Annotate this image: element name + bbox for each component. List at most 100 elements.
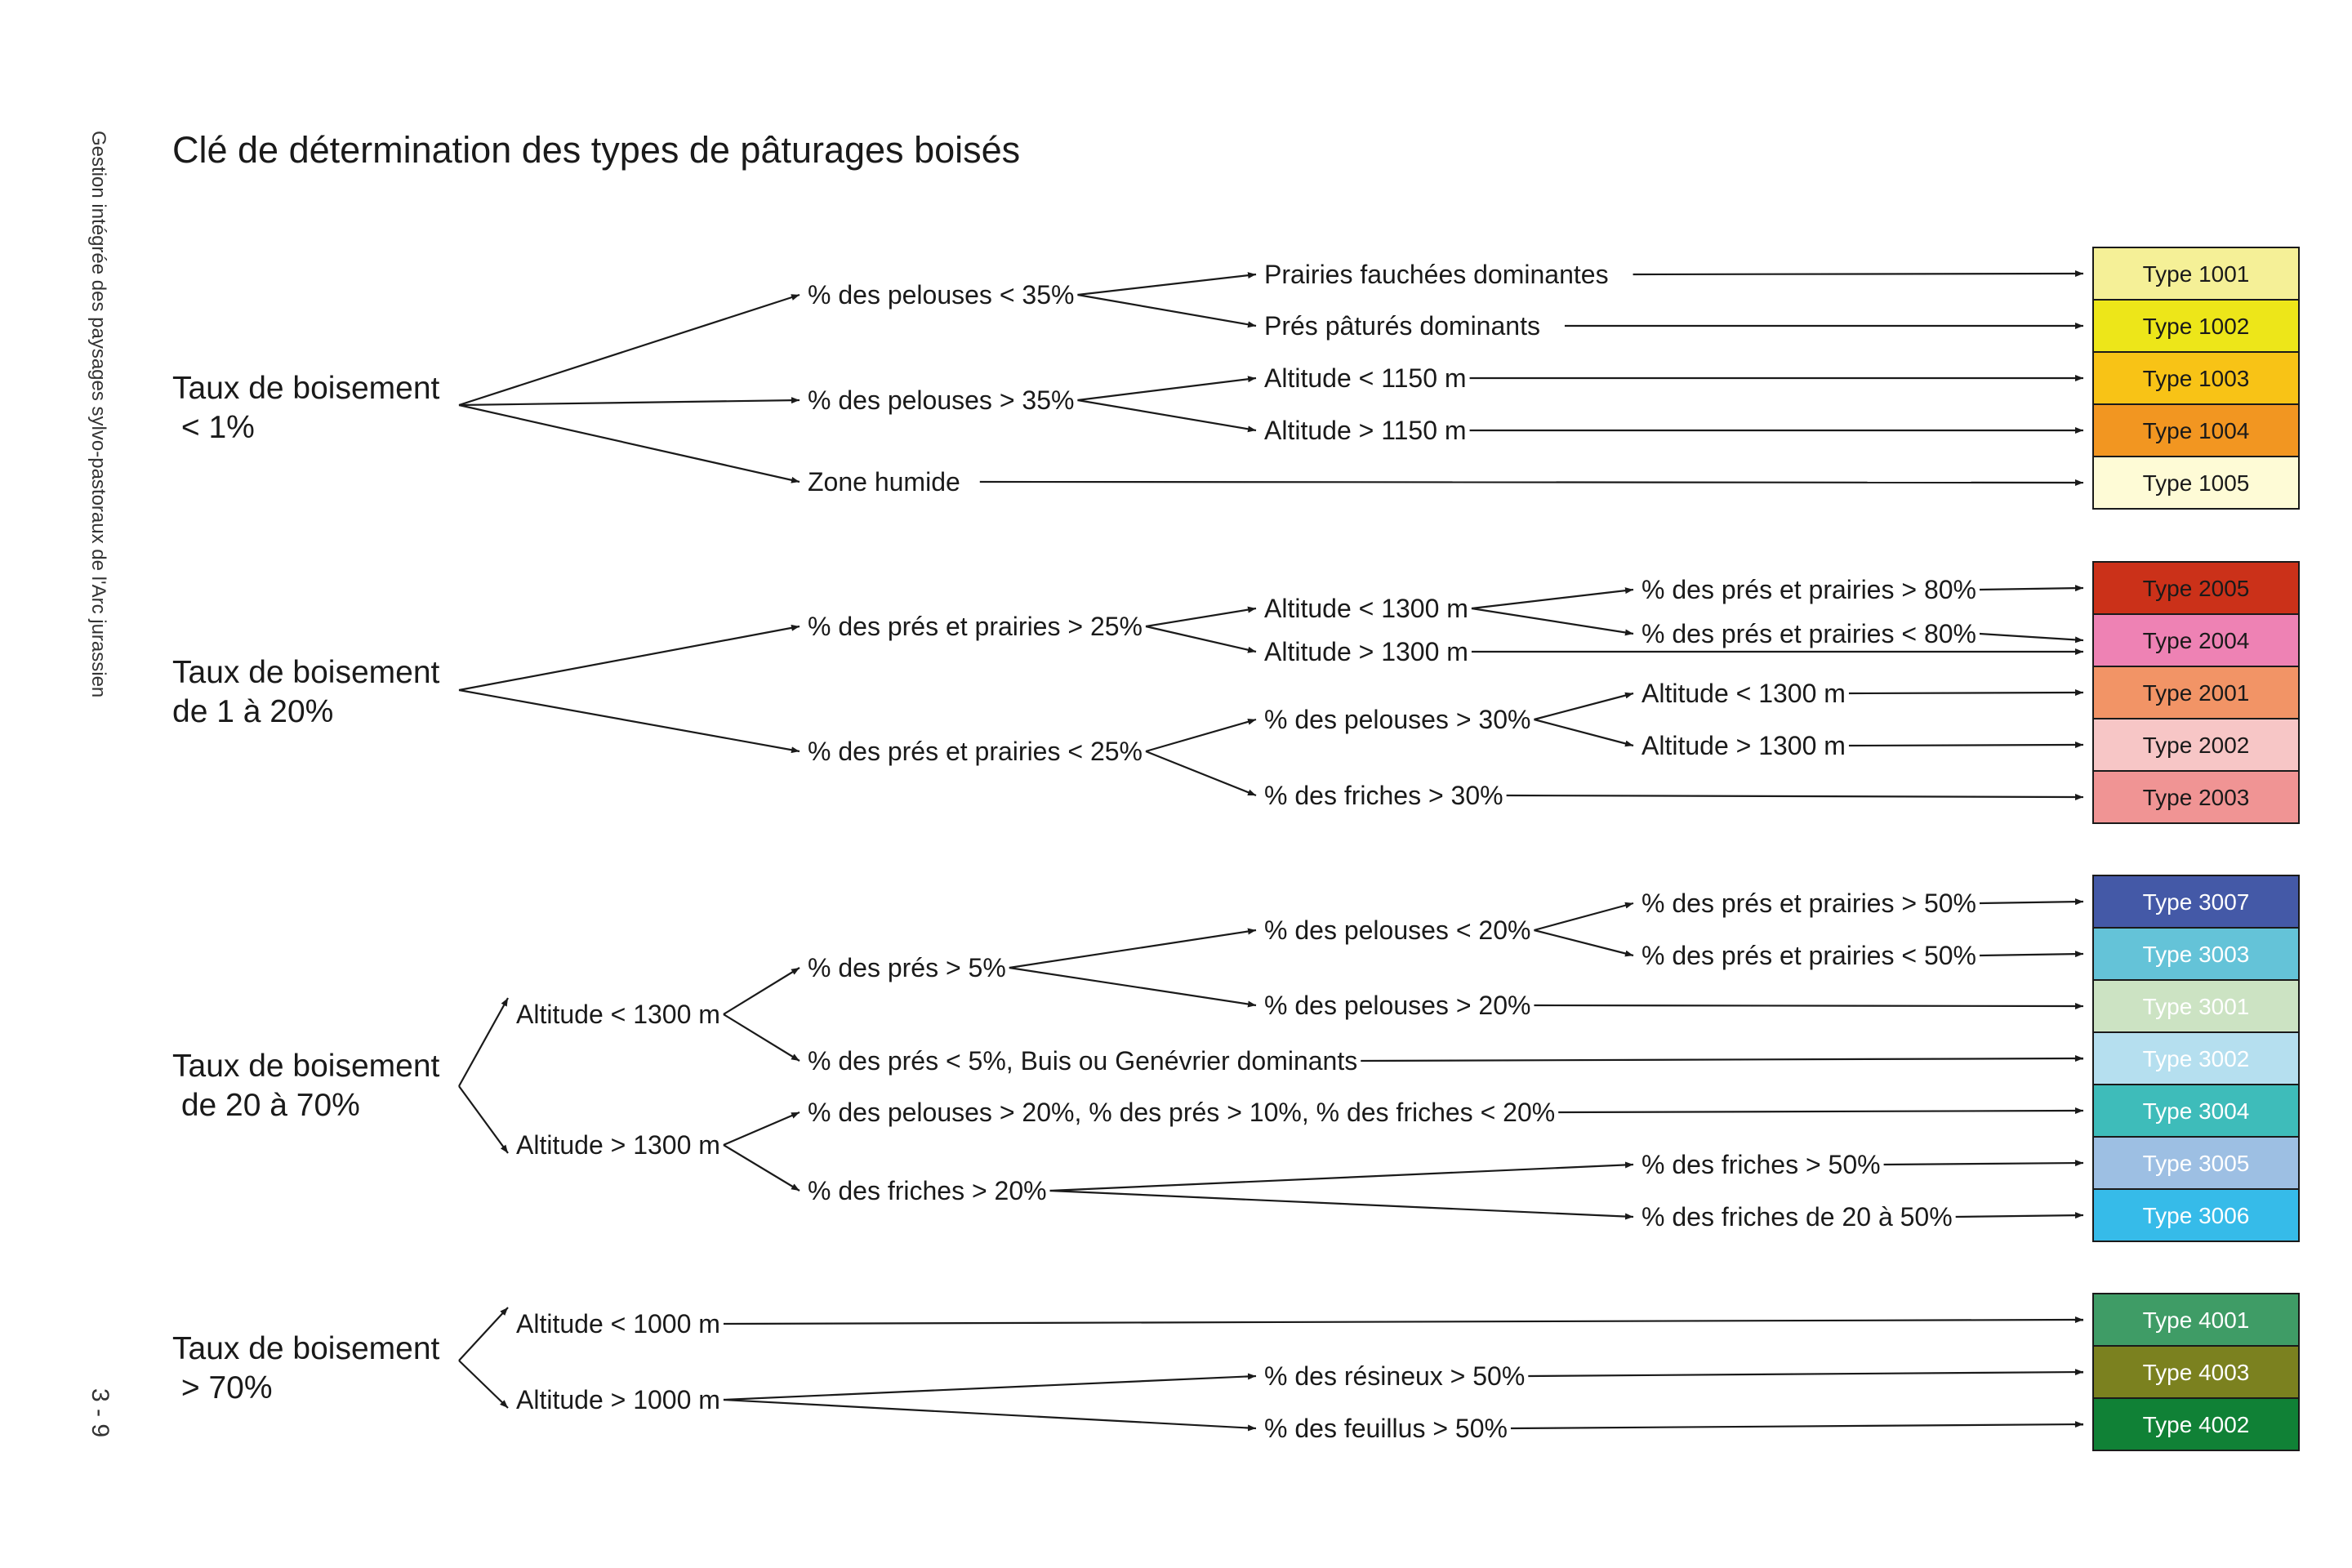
node-g1-b: % des pelouses > 35% [808, 385, 1074, 415]
node-g3-l: % des friches de 20 à 50% [1642, 1202, 1953, 1232]
connector-arrow [1534, 902, 1634, 932]
connector-arrow [723, 1111, 800, 1147]
node-g3-a: Altitude < 1300 m [516, 1000, 720, 1029]
connector-arrow [979, 479, 2084, 486]
type-3007-box [2092, 875, 2300, 929]
type-3006-label: Type 3006 [2143, 1203, 2250, 1228]
decision-nodes: Taux de boisement < 1% Taux de boisement d… [172, 260, 1976, 1443]
node-g4-b: Altitude > 1000 m [516, 1385, 720, 1414]
node-g3-j: % des prés et prairies < 50% [1642, 941, 1976, 970]
connector-arrow [458, 293, 800, 407]
connector-arrow [1534, 718, 1634, 747]
node-g4-d: % des feuillus > 50% [1264, 1414, 1508, 1443]
node-g3-e: % des pelouses > 20%, % des prés > 10%, … [808, 1098, 1555, 1127]
root-label-4-line-2: > 70% [172, 1370, 273, 1405]
type-2003-box [2092, 770, 2300, 824]
connector-arrow [1883, 1160, 2084, 1167]
type-3002-box [2092, 1031, 2300, 1085]
type-4001-label: Type 4001 [2143, 1307, 2250, 1333]
type-3004-label: Type 3004 [2143, 1098, 2250, 1124]
type-3005-box [2092, 1136, 2300, 1190]
connector-arrow [1979, 951, 2084, 958]
node-g1-e: Prés pâturés dominants [1264, 311, 1540, 341]
side-caption: Gestion intégrée des paysages sylvo-past… [87, 131, 109, 697]
connector-arrow [1848, 742, 2084, 749]
root-label-4-line-1: Taux de boisement [172, 1331, 440, 1366]
type-3003-label: Type 3003 [2143, 942, 2250, 967]
type-1003-box [2092, 351, 2300, 405]
connector-arrow [723, 1316, 2084, 1325]
type-3003-box [2092, 927, 2300, 981]
connector-arrow [1009, 928, 1257, 969]
node-g2-d: Altitude > 1300 m [1264, 637, 1468, 666]
connector-arrow [723, 1144, 800, 1192]
root-label-1-line-2: < 1% [172, 410, 255, 445]
connector-arrow [1558, 1107, 2084, 1115]
node-g2-c: Altitude < 1300 m [1264, 594, 1468, 623]
node-g4-a: Altitude < 1000 m [516, 1309, 720, 1339]
type-1001-box [2092, 247, 2300, 301]
connector-arrow [1955, 1212, 2084, 1219]
connector-arrow [1510, 1421, 2084, 1430]
node-g3-g: % des pelouses < 20% [1264, 915, 1530, 945]
type-2002-label: Type 2002 [2143, 733, 2250, 758]
root-label-2-line-1: Taux de boisement [172, 655, 440, 690]
connector-arrow [1145, 750, 1257, 797]
page-number: 3 - 9 [87, 1388, 114, 1437]
type-1004-label: Type 1004 [2143, 418, 2250, 443]
connector-arrow [1145, 718, 1257, 753]
type-4001-box [2092, 1293, 2300, 1347]
connector-arrow [1979, 632, 2084, 644]
connector-arrow [1979, 898, 2084, 906]
node-g2-j: Altitude > 1300 m [1642, 731, 1846, 760]
connector-arrow [1145, 625, 1257, 653]
node-g2-a: % des prés et prairies > 25% [808, 612, 1143, 641]
node-g2-g: % des pelouses > 30% [1264, 705, 1530, 734]
connector-arrow [458, 688, 800, 754]
connector-arrow [1077, 293, 1257, 328]
connector-arrow [458, 403, 800, 483]
connector-arrow [458, 397, 800, 407]
connector-arrow [458, 1085, 509, 1154]
connector-arrows [458, 270, 2084, 1432]
type-1004-box [2092, 403, 2300, 457]
type-4002-box [2092, 1397, 2300, 1451]
connector-arrow [1534, 1002, 2084, 1009]
type-3002-label: Type 3002 [2143, 1046, 2250, 1071]
root-label-2-line-2: de 1 à 20% [172, 694, 333, 729]
connector-arrow [1049, 1189, 1634, 1220]
type-4002-label: Type 4002 [2143, 1412, 2250, 1437]
connector-arrow [1506, 793, 2084, 800]
type-4003-label: Type 4003 [2143, 1360, 2250, 1385]
type-1002-label: Type 1002 [2143, 314, 2250, 339]
connector-arrow [1534, 929, 1634, 957]
root-label-3-line-2: de 20 à 70% [172, 1088, 360, 1123]
type-2004-box [2092, 613, 2300, 667]
node-g3-b: Altitude > 1300 m [516, 1130, 720, 1160]
connector-arrow [1009, 966, 1257, 1008]
type-3005-label: Type 3005 [2143, 1151, 2250, 1176]
node-g3-c: % des prés > 5% [808, 953, 1006, 982]
connector-arrow [1077, 376, 1257, 402]
type-3001-label: Type 3001 [2143, 994, 2250, 1019]
connector-arrow [723, 967, 800, 1015]
node-g3-f: % des friches > 20% [808, 1176, 1047, 1205]
connector-arrow [1077, 272, 1257, 296]
connector-arrow [1979, 585, 2084, 592]
node-g2-b: % des prés et prairies < 25% [808, 737, 1143, 766]
type-1005-box [2092, 456, 2300, 510]
node-g4-c: % des résineux > 50% [1264, 1361, 1525, 1391]
connector-arrow [1077, 399, 1257, 433]
type-2005-label: Type 2005 [2143, 576, 2250, 601]
connector-arrow [1528, 1369, 2084, 1378]
connector-arrow [723, 1013, 800, 1062]
node-g1-c: Zone humide [808, 467, 960, 497]
node-g3-i: % des prés et prairies > 50% [1642, 889, 1976, 918]
type-4003-box [2092, 1345, 2300, 1399]
root-label-3-line-1: Taux de boisement [172, 1049, 440, 1084]
connector-arrow [1471, 587, 1634, 610]
connector-arrow [1145, 606, 1257, 628]
node-g3-h: % des pelouses > 20% [1264, 991, 1530, 1020]
type-2004-label: Type 2004 [2143, 628, 2250, 653]
node-g2-h: % des friches > 30% [1264, 781, 1503, 810]
